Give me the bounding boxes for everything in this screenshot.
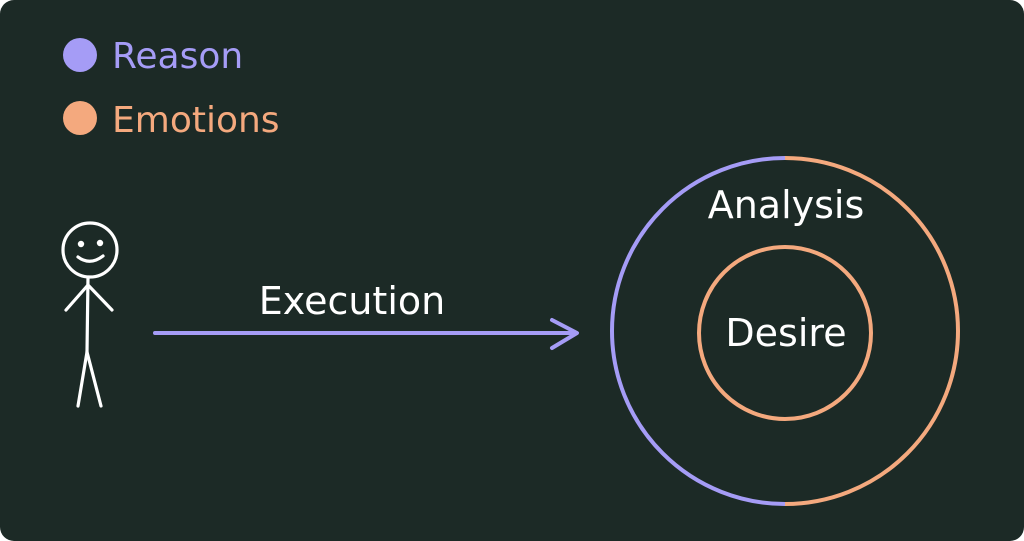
analysis-label: Analysis	[708, 183, 865, 227]
legend-label-reason: Reason	[112, 36, 243, 77]
legend-label-emotions: Emotions	[112, 100, 280, 141]
legend-dot-reason	[63, 38, 97, 72]
desire-circle: Desire	[697, 245, 873, 421]
desire-label: Desire	[725, 311, 846, 355]
execution-label: Execution	[259, 279, 445, 323]
arrow-right-icon	[153, 318, 579, 350]
analysis-circle-emotions-arc	[784, 156, 960, 506]
legend-item-emotions: Emotions	[63, 100, 280, 141]
desire-circle-ring	[697, 245, 873, 421]
analysis-circle: Analysis	[610, 156, 960, 506]
legend-dot-emotions	[63, 101, 97, 135]
execution-arrow: Execution	[153, 279, 579, 350]
stick-figure-icon	[61, 221, 119, 408]
legend: Reason Emotions	[63, 36, 280, 141]
analysis-circle-reason-arc	[610, 156, 786, 506]
legend-item-reason: Reason	[63, 36, 243, 77]
